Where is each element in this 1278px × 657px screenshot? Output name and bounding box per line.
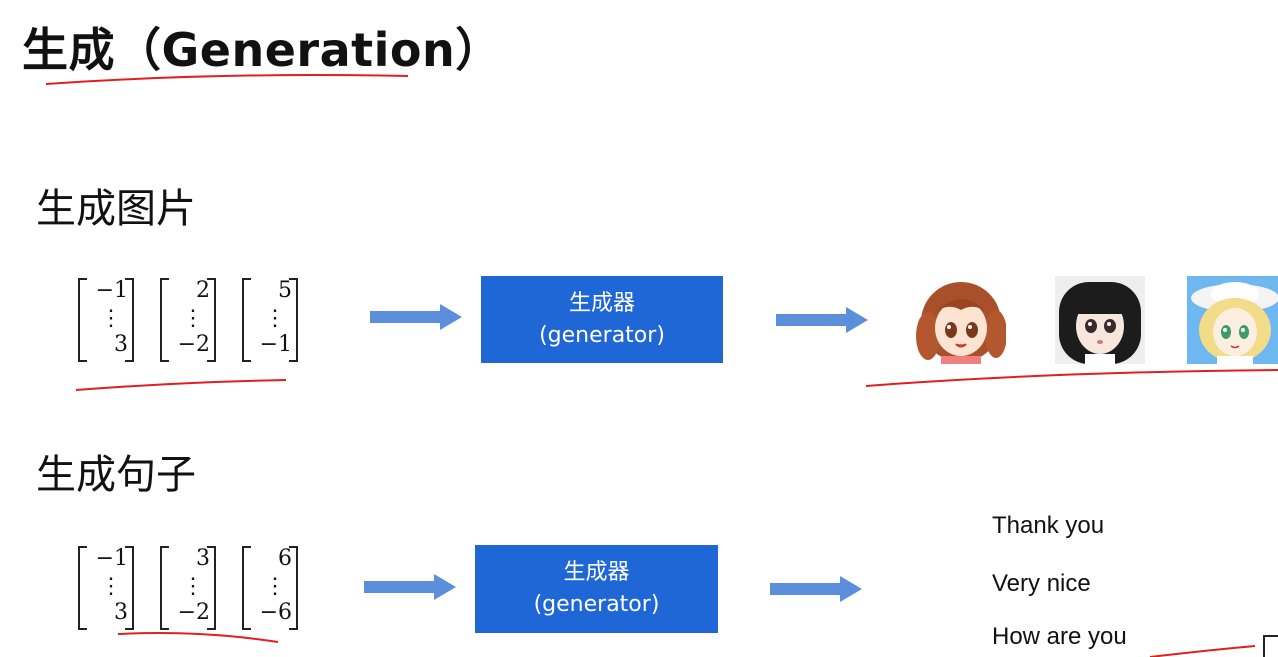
arrow-right-icon bbox=[770, 576, 862, 602]
vector-top-value: 3 bbox=[196, 546, 210, 571]
vector-bottom-value: −2 bbox=[177, 332, 210, 357]
generated-sentence: How are you bbox=[992, 623, 1127, 650]
input-vector: −1 ⋮ 3 bbox=[78, 278, 134, 362]
generated-sentence: Very nice bbox=[992, 570, 1091, 597]
vector-ellipsis: ⋮ bbox=[100, 306, 122, 331]
slide-title: 生成（Generation） bbox=[22, 23, 502, 77]
generated-sentence: Thank you bbox=[992, 512, 1105, 539]
underline-stroke bbox=[75, 379, 287, 391]
anime-girl-blonde-hat-face bbox=[1187, 276, 1278, 364]
vector-ellipsis: ⋮ bbox=[264, 574, 286, 599]
vector-bottom-value: 3 bbox=[114, 332, 128, 357]
vector-top-value: 6 bbox=[278, 546, 292, 571]
vector-bottom-value: −1 bbox=[259, 332, 292, 357]
section-heading-sentences: 生成句子 bbox=[36, 452, 196, 498]
input-vector: 5 ⋮ −1 bbox=[242, 278, 298, 362]
underline-stroke bbox=[117, 632, 279, 643]
vector-bottom-value: −2 bbox=[177, 600, 210, 625]
anime-girl-brown-hair-face bbox=[916, 276, 1006, 364]
generator-label: 生成器 bbox=[563, 560, 630, 585]
input-vectors-images: −1 ⋮ 3 2 ⋮ −2 5 ⋮ −1 bbox=[78, 278, 298, 362]
vector-bottom-value: −6 bbox=[259, 600, 292, 625]
input-vectors-sentences: −1 ⋮ 3 3 ⋮ −2 6 ⋮ −6 bbox=[78, 546, 298, 630]
vector-ellipsis: ⋮ bbox=[264, 306, 286, 331]
underline-stroke bbox=[865, 369, 1278, 387]
arrow-right-icon bbox=[364, 574, 456, 600]
vector-bottom-value: 3 bbox=[114, 600, 128, 625]
section-heading-images: 生成图片 bbox=[36, 186, 196, 232]
input-vector: 3 ⋮ −2 bbox=[160, 546, 216, 630]
arrow-right-icon bbox=[776, 307, 868, 333]
generator-sublabel: (generator) bbox=[533, 592, 660, 617]
underline-stroke bbox=[1149, 645, 1256, 657]
anime-girl-black-hair-face bbox=[1055, 276, 1145, 364]
input-vector: 6 ⋮ −6 bbox=[242, 546, 298, 630]
arrow-right-icon bbox=[370, 304, 462, 330]
input-vector: 2 ⋮ −2 bbox=[160, 278, 216, 362]
vector-ellipsis: ⋮ bbox=[100, 574, 122, 599]
vector-top-value: 2 bbox=[196, 278, 210, 303]
vector-top-value: −1 bbox=[95, 546, 128, 571]
generator-label: 生成器 bbox=[568, 290, 635, 316]
generator-box-sentences: 生成器 (generator) bbox=[475, 545, 718, 633]
vector-ellipsis: ⋮ bbox=[182, 306, 204, 331]
generator-sublabel: (generator) bbox=[539, 322, 665, 348]
cursor-mark bbox=[1263, 635, 1278, 657]
vector-top-value: −1 bbox=[95, 278, 128, 303]
vector-ellipsis: ⋮ bbox=[182, 574, 204, 599]
generator-box-images: 生成器 (generator) bbox=[481, 276, 723, 363]
input-vector: −1 ⋮ 3 bbox=[78, 546, 134, 630]
vector-top-value: 5 bbox=[278, 278, 292, 303]
